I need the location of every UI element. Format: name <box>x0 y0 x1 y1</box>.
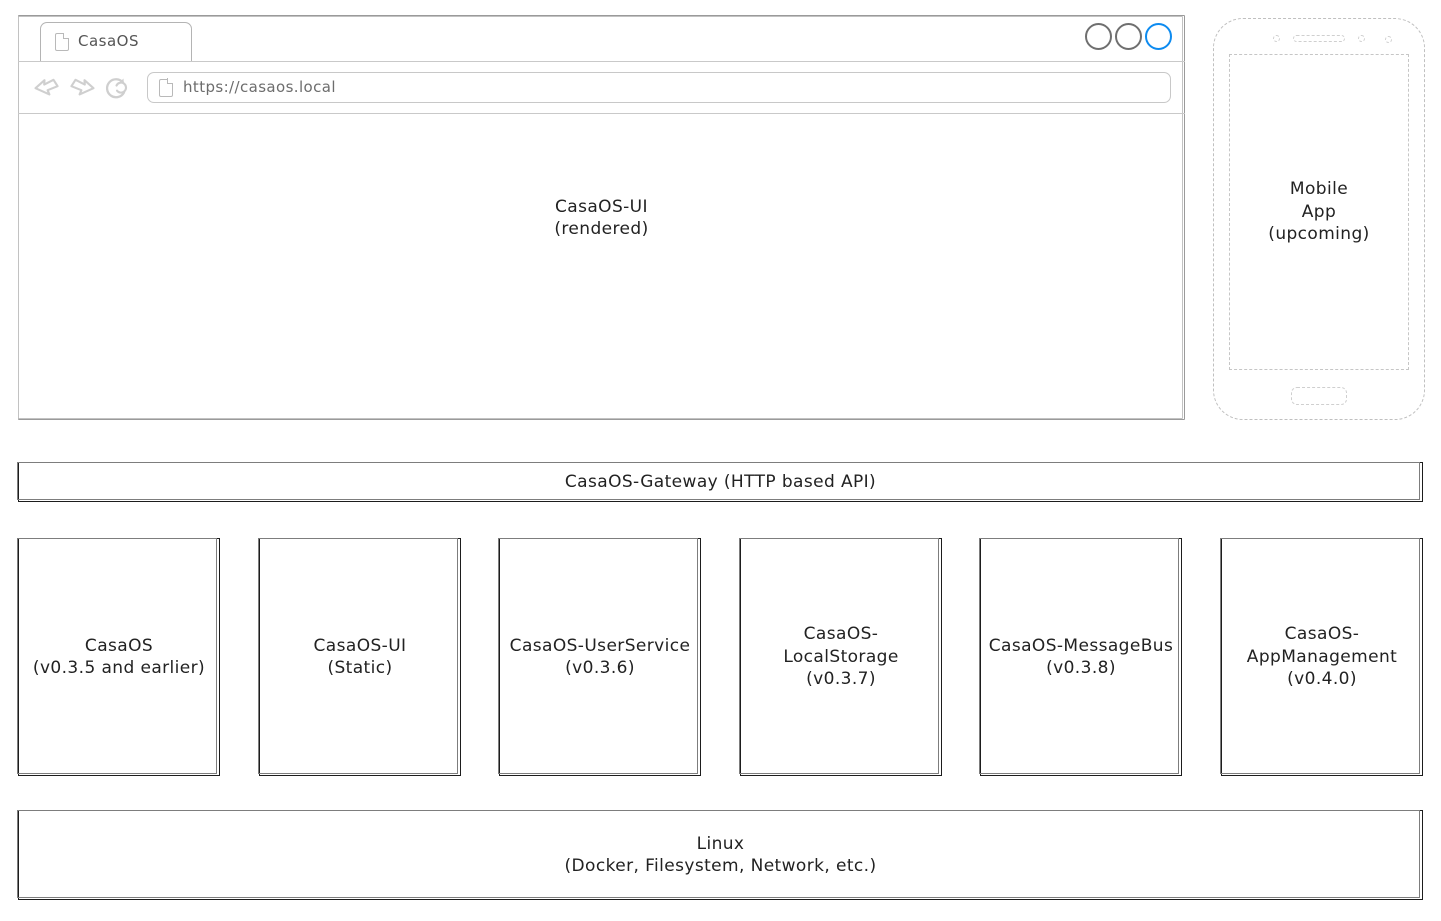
back-arrow-icon[interactable] <box>32 75 62 101</box>
browser-tab-label: CasaOS <box>78 32 140 51</box>
service-box-casaos-userservice: CasaOS-UserService(v0.3.6) <box>497 537 701 776</box>
gateway-bar: CasaOS-Gateway (HTTP based API) <box>16 461 1423 502</box>
url-input[interactable]: https://casaos.local <box>147 72 1171 103</box>
service-box-casaos-messagebus: CasaOS-MessageBus(v0.3.8) <box>978 537 1182 776</box>
page-icon <box>159 78 173 97</box>
browser-tab-casaos[interactable]: CasaOS <box>40 22 192 61</box>
forward-arrow-icon[interactable] <box>67 75 97 101</box>
platform-bar-linux: Linux(Docker, Filesystem, Network, etc.) <box>16 809 1423 900</box>
url-text: https://casaos.local <box>183 77 336 96</box>
browser-viewport: CasaOS-UI(rendered) <box>18 113 1185 420</box>
phone-sensor-icon <box>1273 35 1280 42</box>
maximize-button[interactable] <box>1115 23 1142 50</box>
service-box-casaos-ui: CasaOS-UI(Static) <box>257 537 461 776</box>
service-box-casaos-localstorage: CasaOS-LocalStorage(v0.3.7) <box>738 537 942 776</box>
service-label: CasaOS-MessageBus(v0.3.8) <box>988 635 1174 678</box>
service-label: CasaOS-AppManagement(v0.4.0) <box>1246 624 1398 690</box>
reload-icon[interactable] <box>102 75 132 101</box>
service-label: CasaOS-LocalStorage(v0.3.7) <box>783 624 899 690</box>
minimize-button[interactable] <box>1085 23 1112 50</box>
browser-window: CasaOS https: <box>17 15 1185 420</box>
close-button[interactable] <box>1145 23 1172 50</box>
service-row: CasaOS(v0.3.5 and earlier) CasaOS-UI(Sta… <box>16 537 1423 776</box>
phone-camera-icon <box>1385 36 1392 43</box>
service-box-casaos: CasaOS(v0.3.5 and earlier) <box>16 537 220 776</box>
service-label: CasaOS(v0.3.5 and earlier) <box>32 635 206 678</box>
browser-tabstrip: CasaOS <box>18 15 1185 61</box>
phone-speaker-icon <box>1293 35 1345 42</box>
service-label: CasaOS-UI(Static) <box>313 635 407 678</box>
platform-label: Linux(Docker, Filesystem, Network, etc.) <box>564 833 877 876</box>
page-icon <box>55 33 69 51</box>
gateway-label: CasaOS-Gateway (HTTP based API) <box>564 471 877 492</box>
phone-home-button <box>1291 387 1347 405</box>
window-controls <box>1085 23 1172 50</box>
browser-viewport-label: CasaOS-UI(rendered) <box>554 197 649 240</box>
browser-toolbar: https://casaos.local <box>18 61 1185 113</box>
service-label: CasaOS-UserService(v0.3.6) <box>509 635 691 678</box>
service-box-casaos-appmanagement: CasaOS-AppManagement(v0.4.0) <box>1219 537 1423 776</box>
phone-sensor-icon <box>1358 35 1365 42</box>
